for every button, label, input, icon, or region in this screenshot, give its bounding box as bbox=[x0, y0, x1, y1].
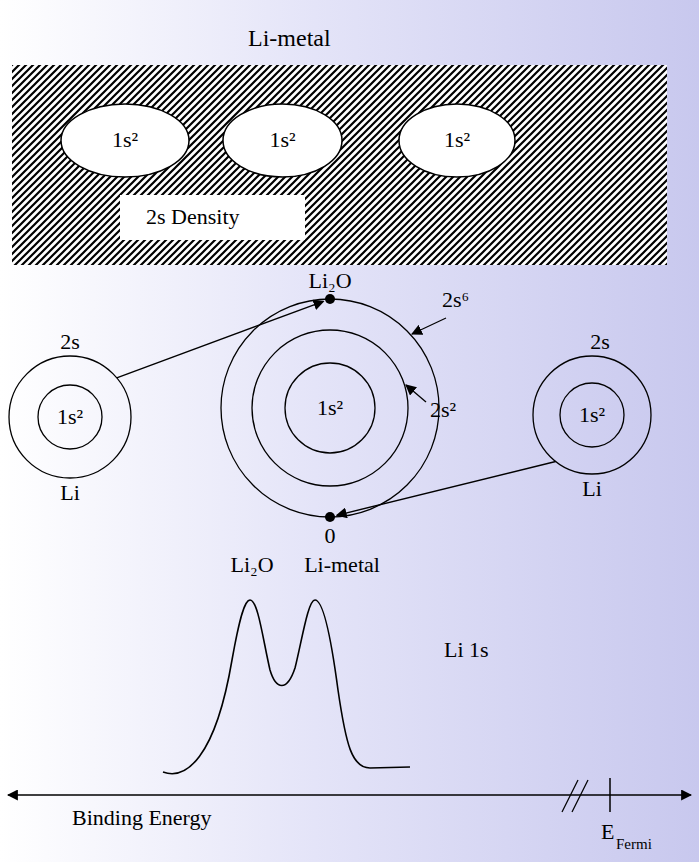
peak-label: Li-metal bbox=[304, 553, 380, 577]
spectrum-curve bbox=[163, 600, 410, 774]
energy-axis bbox=[8, 794, 691, 796]
node-text: 1s² bbox=[60, 128, 190, 152]
axis-label: Binding Energy bbox=[72, 806, 212, 830]
density-label-box: 2s Density bbox=[120, 195, 305, 240]
node-heading: Li-metal bbox=[248, 25, 331, 51]
core-ellipse: 1s² bbox=[60, 103, 190, 178]
core-circle: 1s² bbox=[37, 384, 103, 450]
node-heading: Li bbox=[60, 481, 80, 505]
node-text: 1s² bbox=[37, 405, 103, 429]
node-text: 1s² bbox=[222, 128, 343, 152]
electron-transfer-arrow bbox=[337, 461, 556, 515]
core-circle: 1s² bbox=[559, 382, 625, 448]
node-text: 1s² bbox=[284, 396, 376, 420]
leader-arrow bbox=[406, 385, 426, 402]
node-heading: 2s bbox=[590, 330, 610, 354]
li-atom-circle: 2sLi1s² bbox=[8, 355, 132, 479]
axis-label: Fermi bbox=[616, 836, 652, 853]
core-ellipse: 1s² bbox=[222, 103, 343, 178]
shell-callout: 2s⁶ bbox=[442, 288, 469, 312]
peak-label: Li₂O bbox=[230, 553, 273, 577]
node-heading: 2s bbox=[60, 330, 80, 354]
peak-label: Li 1s bbox=[444, 638, 489, 662]
node-text: 2s Density bbox=[146, 205, 240, 229]
axis-break bbox=[562, 780, 578, 812]
node-heading: Li₂O bbox=[308, 269, 351, 293]
shell-callout: 0 bbox=[325, 524, 336, 548]
leader-arrow bbox=[412, 318, 446, 334]
node-text: 1s² bbox=[398, 128, 516, 152]
node-text: 1s² bbox=[559, 403, 625, 427]
core-ellipse: 1s² bbox=[398, 103, 516, 178]
axis-break bbox=[572, 780, 588, 812]
li2o-circle: Li₂O1s² bbox=[220, 298, 440, 518]
fermi-tick bbox=[609, 778, 611, 812]
node-heading: Li bbox=[582, 477, 602, 501]
core-circle: 1s² bbox=[284, 362, 376, 454]
li-atom-circle: 2sLi1s² bbox=[532, 355, 652, 475]
axis-label: E bbox=[601, 820, 614, 844]
shell-callout: 2s² bbox=[430, 398, 456, 422]
hatched-metal-band: Li-metal1s²1s²1s²2s Density bbox=[12, 65, 667, 265]
